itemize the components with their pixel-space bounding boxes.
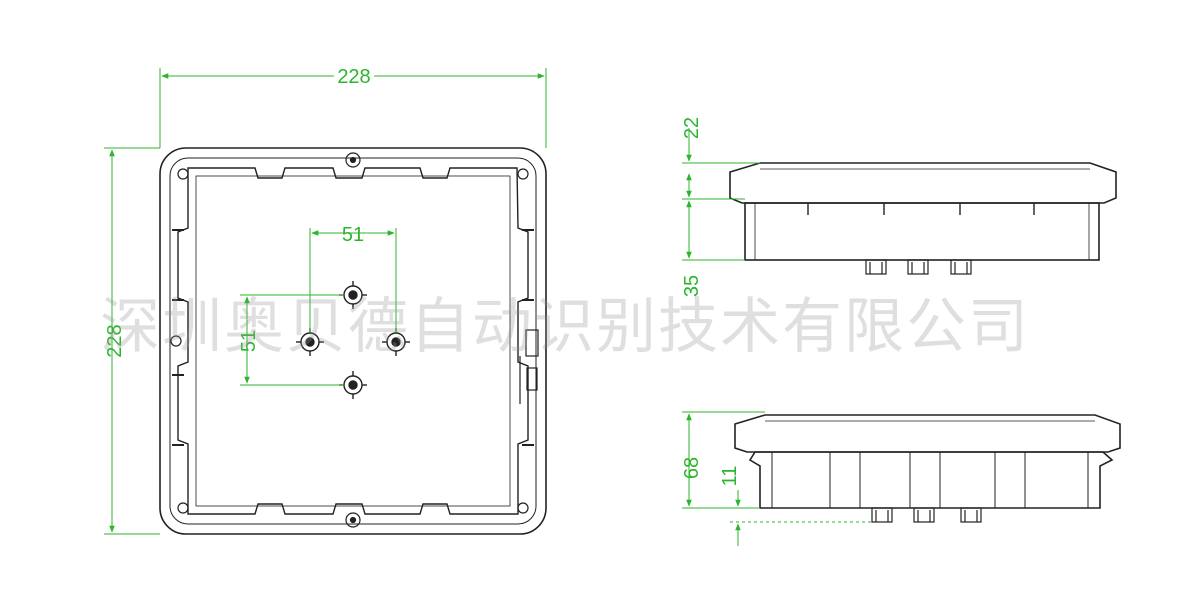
radome-cover-2 — [734, 414, 1121, 453]
mounting-holes — [170, 152, 529, 528]
enclosure-body-2 — [748, 451, 1114, 509]
total-height-label: 68 — [681, 457, 703, 479]
side-bottom-connectors — [871, 507, 982, 523]
side-top-connectors — [865, 259, 972, 275]
width-label: 228 — [337, 66, 370, 88]
cover-height-label: 22 — [681, 117, 703, 139]
front-panel-outline — [177, 167, 529, 515]
body-depth-label: 35 — [681, 275, 703, 297]
side-view-top — [729, 162, 1117, 275]
connector-length-label: 11 — [719, 466, 741, 487]
radome-cover — [729, 162, 1117, 204]
side-tabs — [172, 229, 534, 446]
rf-connectors — [296, 281, 410, 399]
enclosure-body — [744, 202, 1100, 261]
height-label: 228 — [104, 324, 126, 357]
connector-h-spacing-label: 51 — [342, 224, 364, 246]
front-inner-frame — [169, 157, 537, 525]
front-inner-panel — [195, 175, 511, 507]
front-view — [159, 147, 547, 535]
connector-left — [296, 328, 324, 356]
side-top-dimensions — [682, 128, 760, 261]
side-connector-bracket — [519, 329, 539, 404]
connector-v-spacing-label: 51 — [238, 330, 260, 352]
side-view-bottom — [734, 414, 1121, 523]
side-bottom-dimensions — [682, 411, 872, 546]
front-outer-frame — [159, 147, 547, 535]
